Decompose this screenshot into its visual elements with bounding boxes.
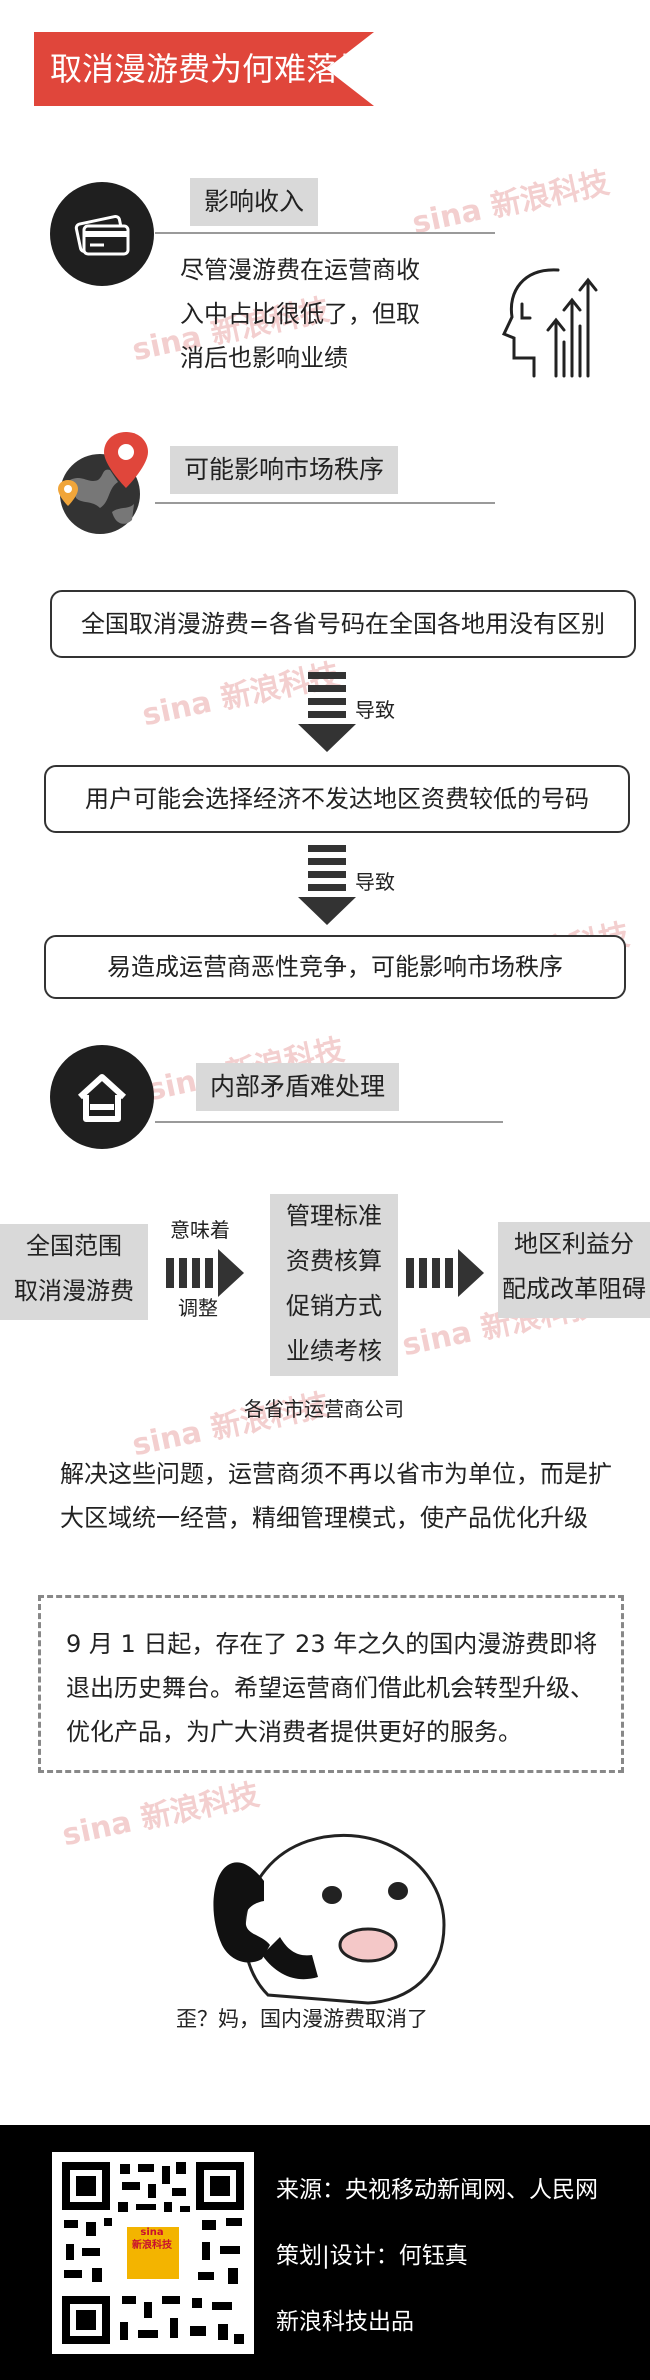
lead-label: 导致 [355, 698, 395, 722]
phone-call-meme-icon [208, 1805, 458, 2005]
notice-text: 9 月 1 日起，存在了 23 年之久的国内漫游费即将 退出历史舞台。希望运营商… [66, 1622, 626, 1754]
text-line: 退出历史舞台。希望运营商们借此机会转型升级、 [66, 1674, 594, 1702]
qr-logo: sina 新浪科技 [126, 2226, 178, 2252]
scope-box: 全国范围 取消漫游费 [0, 1224, 148, 1320]
section-heading-internal: 内部矛盾难处理 [196, 1063, 400, 1111]
text-line: sina [140, 2227, 164, 2238]
text-line: 全国范围 [26, 1232, 122, 1260]
text-line: 9 月 1 日起，存在了 23 年之久的国内漫游费即将 [66, 1630, 598, 1658]
down-arrow [298, 845, 356, 925]
section1-text: 尽管漫游费在运营商收 入中占比很低了，但取 消后也影响业绩 [180, 248, 480, 380]
text-line: 配成改革阻碍 [502, 1275, 646, 1303]
arrow-label-adjust: 调整 [178, 1296, 218, 1320]
watermark: sina 新浪科技 [409, 165, 613, 242]
flow-step-1: 全国取消漫游费=各省号码在全国各地用没有区别 [50, 590, 636, 658]
obstacle-box: 地区利益分 配成改革阻碍 [498, 1222, 650, 1318]
text-line: 解决这些问题，运营商须不再以省市为单位，而是扩 [60, 1460, 612, 1488]
qr-code[interactable] [52, 2152, 254, 2354]
divider [155, 1121, 503, 1123]
arrow-label-means: 意味着 [170, 1218, 230, 1242]
flow-step-3: 易造成运营商恶性竞争，可能影响市场秩序 [44, 935, 626, 999]
text-line: 取消漫游费 [14, 1277, 134, 1305]
right-arrow [166, 1249, 244, 1297]
middle-caption: 各省市运营商公司 [244, 1397, 404, 1421]
text-line: 管理标准 [286, 1202, 382, 1230]
page-title: 取消漫游费为何难落地？ [34, 32, 374, 106]
down-arrow [298, 672, 356, 752]
section-heading-income: 影响收入 [190, 178, 319, 226]
text-line: 促销方式 [286, 1292, 382, 1320]
text-line: 大区域统一经营，精细管理模式，使产品优化升级 [60, 1504, 588, 1532]
text-line: 优化产品，为广大消费者提供更好的服务。 [66, 1718, 522, 1746]
house-icon [50, 1045, 154, 1149]
credit-card-icon [50, 182, 154, 286]
text-line: 消后也影响业绩 [180, 344, 348, 372]
footer-credit: 策划|设计：何钰真 [276, 2243, 468, 2269]
text-line: 资费核算 [286, 1247, 382, 1275]
head-growth-arrows-icon [498, 262, 608, 382]
footer-source: 来源：央视移动新闻网、人民网 [276, 2177, 598, 2203]
right-arrow [406, 1249, 484, 1297]
divider [155, 232, 495, 234]
footer-publisher: 新浪科技出品 [276, 2309, 414, 2335]
text-line: 新浪科技 [132, 2240, 172, 2251]
text-line: 业绩考核 [286, 1337, 382, 1365]
section-heading-market: 可能影响市场秩序 [170, 446, 399, 494]
text-line: 入中占比很低了，但取 [180, 300, 420, 328]
adjustment-items-box: 管理标准 资费核算 促销方式 业绩考核 [270, 1194, 398, 1376]
divider [155, 502, 495, 504]
notice-box [38, 1595, 624, 1773]
conclusion-text: 解决这些问题，运营商须不再以省市为单位，而是扩 大区域统一经营，精细管理模式，使… [60, 1452, 640, 1540]
text-line: 尽管漫游费在运营商收 [180, 256, 420, 284]
text-line: 地区利益分 [514, 1230, 634, 1258]
globe-location-pin-icon [48, 428, 158, 538]
flow-step-2: 用户可能会选择经济不发达地区资费较低的号码 [44, 765, 630, 833]
lead-label: 导致 [355, 870, 395, 894]
meme-caption: 歪？妈，国内漫游费取消了 [176, 2007, 428, 2031]
